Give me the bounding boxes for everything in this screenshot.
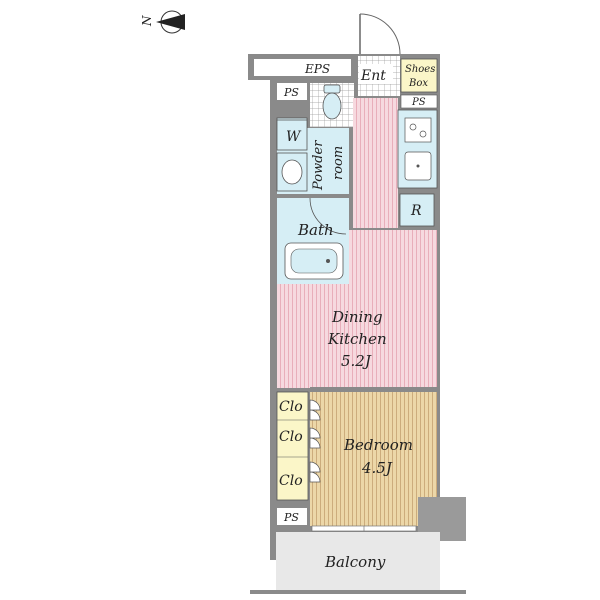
ps-kitchen-area xyxy=(400,94,438,109)
entrance-label: Ent xyxy=(360,68,386,84)
shoes-box: Shoes Box xyxy=(400,58,438,93)
closet-door-1-icon xyxy=(309,399,321,421)
ps-top-label: PS xyxy=(283,86,299,99)
closet-3-label: Clo xyxy=(279,473,303,489)
hallway-floor xyxy=(353,98,398,228)
bath-tub-inner-redraw xyxy=(290,248,338,274)
entrance-door xyxy=(359,13,401,55)
ps-top: PS xyxy=(277,83,307,100)
refrigerator-label: R xyxy=(410,203,422,219)
toilet-bowl-icon xyxy=(322,92,342,120)
dining-label-2: Kitchen xyxy=(327,330,387,348)
closet-area xyxy=(276,391,309,501)
eps-label: EPS xyxy=(304,62,330,76)
kitchen-sink-drain-icon xyxy=(416,164,420,168)
washer-box xyxy=(276,119,308,151)
closets: Clo Clo Clo xyxy=(276,391,309,501)
bedroom-size-label: 4.5J xyxy=(361,459,393,477)
ps-kitchen: PS xyxy=(400,94,438,109)
bath-drain-redraw xyxy=(326,259,330,263)
eps-area xyxy=(254,59,351,76)
shoes-box-label-2: Box xyxy=(408,78,428,89)
bath-door-swing-redraw xyxy=(309,197,347,235)
entrance-door-swing xyxy=(359,13,401,55)
dining-label-1: Dining xyxy=(331,308,383,326)
closet-door-3-icon xyxy=(309,461,321,483)
entrance-label-bg xyxy=(359,64,393,84)
closet-door-2-icon xyxy=(309,427,321,449)
entrance: Ent xyxy=(358,56,400,96)
shoes-box-label-1: Shoes xyxy=(405,64,435,75)
powder-room-label-line2: room xyxy=(331,146,346,180)
bath-label-main: Bath xyxy=(297,221,334,239)
ps-kitchen-label: PS xyxy=(411,97,426,108)
sink-icon xyxy=(281,159,303,185)
washer-label-main: W xyxy=(286,129,302,145)
bedroom: Bedroom 4.5J xyxy=(309,392,437,526)
refrigerator: R xyxy=(399,193,435,227)
powder-room-label-2: room xyxy=(331,146,346,180)
compass-arrow-icon xyxy=(156,14,185,30)
bedroom-window xyxy=(311,525,417,532)
dining-kitchen: Bath Dining Kitchen 5.2J xyxy=(277,197,437,388)
shoes-box-area xyxy=(400,58,438,93)
powder-room: W Powder room xyxy=(276,119,349,194)
powder-room-label-line1: Powder xyxy=(311,140,326,191)
ps-bottom-area xyxy=(277,508,307,525)
dining-size-label: 5.2J xyxy=(341,352,372,370)
compass-north-label: N xyxy=(140,15,154,27)
ps-bottom: PS xyxy=(277,508,307,525)
kitchen-counter xyxy=(397,109,438,189)
burner-2-icon xyxy=(419,130,427,138)
bedroom-floor xyxy=(310,392,437,526)
toilet-tank-icon xyxy=(323,84,341,94)
toilet-room xyxy=(310,83,354,127)
balcony: Balcony xyxy=(250,532,466,594)
eps-room: EPS xyxy=(254,59,351,76)
refrigerator-area xyxy=(399,193,435,227)
bedroom-label: Bedroom xyxy=(343,436,413,454)
balcony-floor xyxy=(276,532,440,592)
burner-1-icon xyxy=(409,123,417,131)
balcony-label: Balcony xyxy=(324,553,386,571)
stove-icon xyxy=(404,117,432,143)
closet-1-label: Clo xyxy=(279,399,303,415)
ps-top-area xyxy=(277,83,307,100)
compass: N xyxy=(140,10,185,34)
ps-bottom-label: PS xyxy=(283,511,299,524)
powder-room-label: Powder xyxy=(311,140,326,191)
closet-2-label: Clo xyxy=(279,429,303,445)
